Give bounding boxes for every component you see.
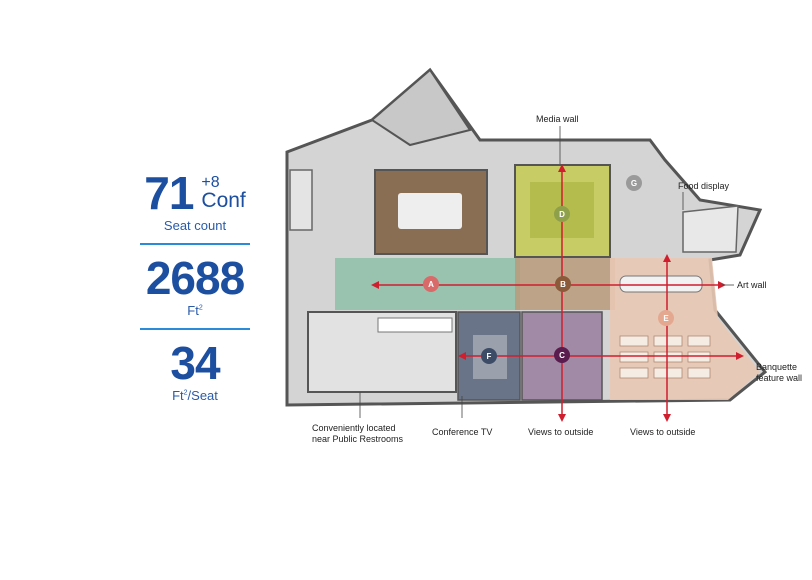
svg-text:G: G	[631, 179, 637, 188]
zone-marker-c: C	[554, 347, 570, 363]
stair-right	[682, 205, 739, 253]
conference-seats-count: +8	[201, 174, 220, 191]
zone-marker-g: G	[626, 175, 642, 191]
pantry-counter	[619, 275, 703, 293]
zone-marker-d: D	[554, 206, 570, 222]
seat-count-label: Seat count	[163, 218, 227, 233]
conference-table	[398, 193, 462, 229]
zone-marker-b: B	[555, 276, 571, 292]
callout-conference-tv: Conference TV	[432, 427, 492, 437]
area-stat: 2688 Ft2	[120, 255, 270, 318]
callout-banquette: Banquette	[756, 362, 797, 372]
ratio-unit-text-a: Ft	[172, 388, 184, 403]
callout-art-wall: Art wall	[737, 280, 767, 290]
callout-banquette-2: feature wall	[756, 373, 802, 383]
area-unit: Ft2	[120, 303, 270, 318]
callout-restrooms: Conveniently located	[312, 423, 396, 433]
zone-marker-a: A	[423, 276, 439, 292]
callout-lines	[359, 126, 734, 418]
seat-count-value: 71	[144, 167, 194, 219]
conference-seats-label: Conf	[201, 189, 246, 212]
callout-food-display: Food display	[678, 181, 730, 191]
ratio-unit: Ft2/Seat	[120, 388, 270, 403]
zone-marker-f: F	[481, 348, 497, 364]
stats-panel: 71 +8 Conf Seat count 2688 Ft2 34 Ft2/Se…	[120, 170, 270, 403]
callout-media-wall: Media wall	[536, 114, 579, 124]
arrow-heads	[371, 164, 744, 422]
stats-divider	[140, 328, 250, 330]
area-value: 2688	[145, 252, 245, 304]
ratio-unit-text-b: /Seat	[187, 388, 218, 403]
ratio-value: 34	[170, 337, 220, 389]
callout-views-c: Views to outside	[528, 427, 593, 437]
callout-restrooms-2: near Public Restrooms	[312, 434, 404, 444]
svg-text:A: A	[428, 280, 434, 289]
stats-divider	[140, 243, 250, 245]
stair-left	[289, 169, 313, 231]
area-unit-sup: 2	[198, 304, 203, 312]
svg-text:F: F	[487, 352, 492, 361]
zone-marker-e: E	[658, 310, 674, 326]
angled-wing	[370, 68, 472, 147]
area-unit-text: Ft	[187, 303, 199, 318]
restroom-counter	[377, 317, 453, 333]
ratio-unit-sup: 2	[183, 389, 188, 397]
svg-text:B: B	[560, 280, 566, 289]
conference-seats: +8 Conf	[201, 174, 246, 212]
zone-e-area	[610, 258, 760, 400]
svg-text:D: D	[559, 210, 565, 219]
seat-count-stat: 71 +8 Conf Seat count	[120, 170, 270, 233]
ratio-stat: 34 Ft2/Seat	[120, 340, 270, 403]
callout-views-e: Views to outside	[630, 427, 695, 437]
svg-text:C: C	[559, 351, 565, 360]
svg-text:E: E	[663, 314, 669, 323]
banquette-tables	[619, 335, 711, 379]
